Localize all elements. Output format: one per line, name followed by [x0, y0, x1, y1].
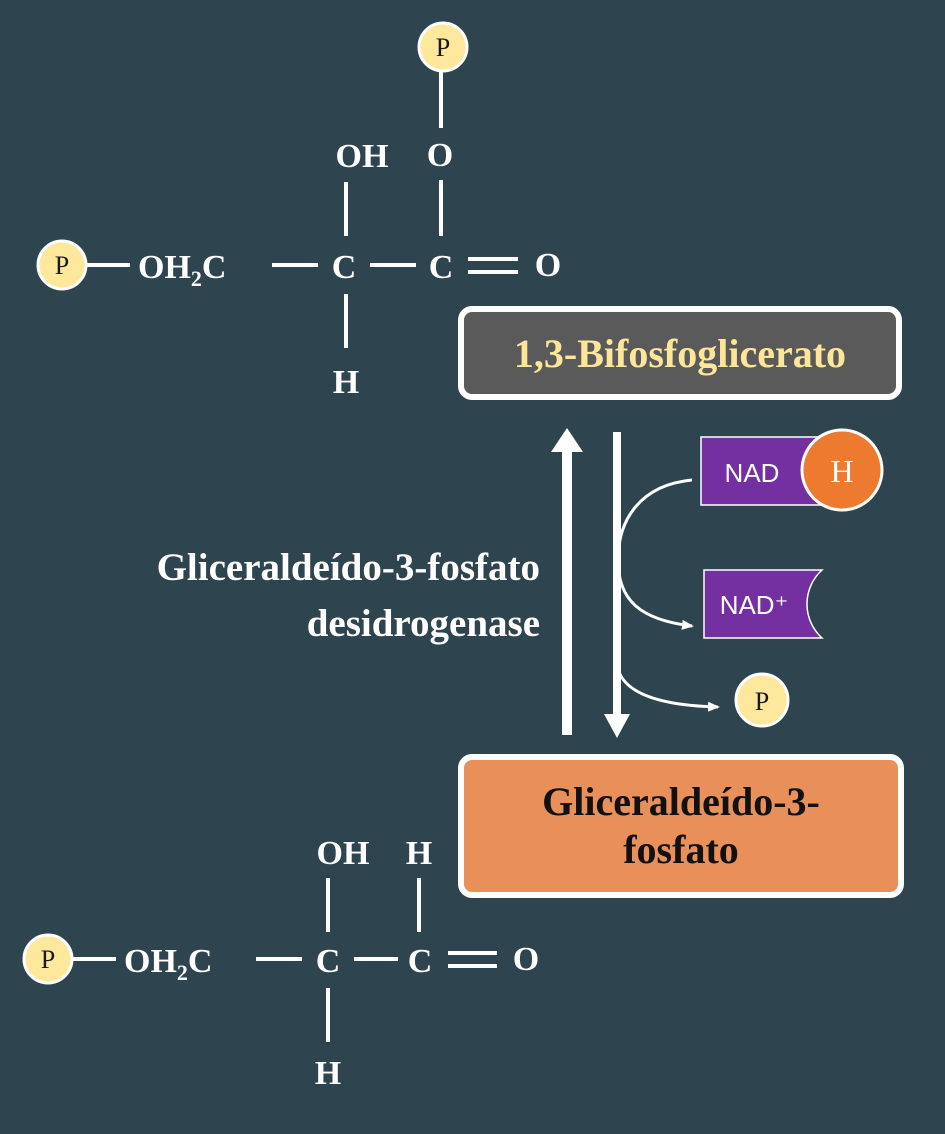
phosphate-curve-arrow: [617, 671, 720, 712]
bottom-molecule: OH H P OH2C C C O H: [22, 835, 539, 1092]
released-phosphate: P: [734, 672, 790, 728]
oxygen-double: O: [513, 941, 539, 978]
enzyme-line-1: Gliceraldeído-3-fosfato: [156, 546, 540, 589]
oh2c-group: OH2C: [124, 943, 212, 985]
phosphate-icon: [734, 672, 790, 728]
reaction-arrows: [551, 428, 720, 738]
oxygen-double: O: [535, 247, 561, 284]
carbon-right: C: [429, 249, 454, 286]
oxygen-top: O: [427, 137, 453, 174]
nad-plus-group: NAD⁺: [703, 569, 824, 639]
nad-curve-arrow: [616, 478, 694, 630]
nadh-group: NAD H: [700, 428, 884, 512]
enzyme-line-2: desidrogenase: [306, 602, 540, 645]
phosphate-label: P: [755, 687, 769, 716]
substrate-label: Gliceraldeído-3-fosfato: [542, 779, 820, 872]
top-molecule: P O OH P OH2C C C O H: [36, 21, 561, 401]
nad-plus-shape: [703, 569, 824, 639]
hydrogen-icon: [800, 428, 884, 512]
phosphate-label: P: [55, 251, 69, 280]
phosphate-icon: [417, 21, 469, 73]
nadh-label: NAD: [725, 458, 780, 488]
oh2c-group: OH2C: [138, 249, 226, 291]
hydrogen-top: H: [406, 835, 432, 872]
phosphate-label: P: [41, 945, 55, 974]
carbon-middle: C: [332, 249, 357, 286]
hydrogen-bottom: H: [333, 364, 359, 401]
carbon-right: C: [408, 943, 433, 980]
enzyme-label: Gliceraldeído-3-fosfato desidrogenase: [30, 540, 540, 652]
arrow-up-icon: [551, 428, 583, 452]
arrow-down-icon: [604, 714, 630, 738]
product-label: 1,3-Bifosfoglicerato: [513, 330, 847, 376]
hydrogen-bottom: H: [315, 1055, 341, 1092]
hydroxyl-top: OH: [317, 835, 370, 872]
product-label-box: 1,3-Bifosfoglicerato: [458, 306, 902, 400]
hydroxyl-top: OH: [336, 138, 389, 175]
carbon-middle: C: [316, 943, 341, 980]
nad-plus-label: NAD⁺: [720, 590, 789, 620]
phosphate-label: P: [436, 33, 450, 62]
hydrogen-label: H: [830, 453, 853, 489]
substrate-label-box: Gliceraldeído-3-fosfato: [458, 754, 904, 898]
